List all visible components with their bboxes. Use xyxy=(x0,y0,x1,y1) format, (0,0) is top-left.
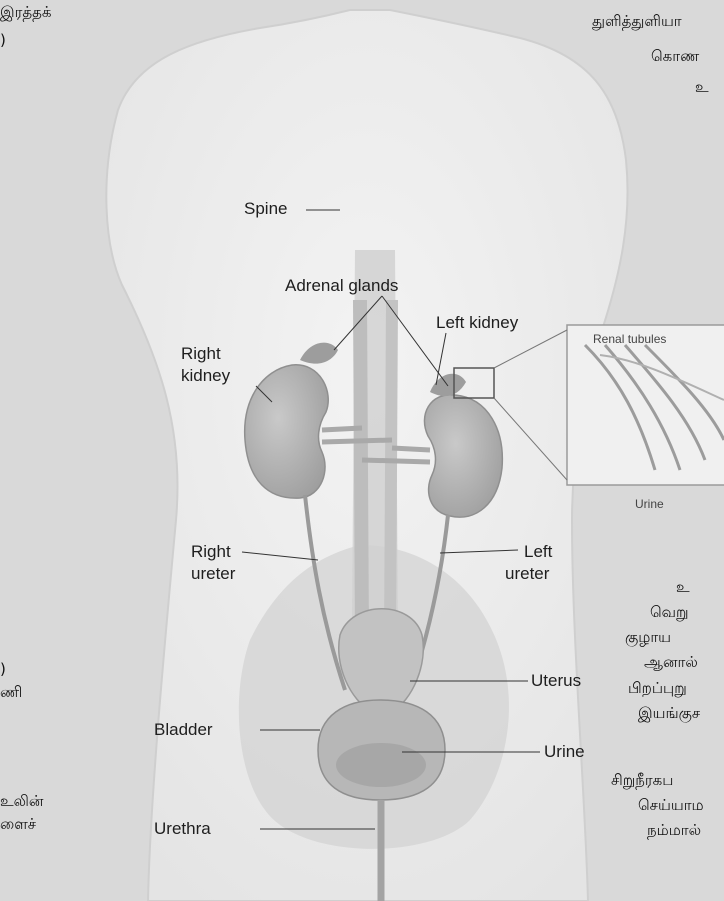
inset-label-renal-tubules: Renal tubules xyxy=(593,332,666,346)
label-right-ureter-line2: ureter xyxy=(191,564,235,584)
label-right-kidney-line1: Right xyxy=(181,344,221,364)
page-text-right-12: நம்மால் xyxy=(647,821,701,839)
label-spine: Spine xyxy=(244,199,287,219)
label-right-kidney-line2: kidney xyxy=(181,366,230,386)
label-urine: Urine xyxy=(544,742,585,762)
page-text-left-4: ணி xyxy=(0,683,22,701)
inset-label-urine: Urine xyxy=(635,497,664,511)
page-text-right-5: வெறு xyxy=(650,603,689,621)
page-text-right-11: செய்யாம xyxy=(638,796,704,814)
label-left-kidney: Left kidney xyxy=(436,313,518,333)
aorta xyxy=(390,300,392,640)
page-text-left-6: ளைச் xyxy=(0,815,36,833)
vena-cava xyxy=(360,300,362,640)
label-urethra: Urethra xyxy=(154,819,211,839)
page-text-right-7: ஆனால் xyxy=(644,653,698,671)
page-text-right-10: சிறுநீரகப xyxy=(611,771,673,789)
label-adrenal-glands: Adrenal glands xyxy=(285,276,398,296)
page-text-left-1: இரத்தக் xyxy=(0,3,51,21)
page-text-right-2: கொண xyxy=(651,47,699,65)
page-text-right-8: பிறப்புறு xyxy=(628,679,687,697)
page-text-right-6: குழாய xyxy=(625,628,671,646)
urine-inside-bladder xyxy=(336,743,426,787)
page-text-left-3: ) xyxy=(0,660,6,678)
label-uterus: Uterus xyxy=(531,671,581,691)
label-left-ureter-line2: ureter xyxy=(505,564,549,584)
page-text-right-9: இயங்குச xyxy=(638,704,700,722)
label-bladder: Bladder xyxy=(154,720,213,740)
page-text-left-2: ) xyxy=(0,31,6,49)
label-right-ureter-line1: Right xyxy=(191,542,231,562)
page-text-left-5: உலின் xyxy=(0,792,43,810)
page-text-right-3: உ xyxy=(695,78,709,96)
page-text-right-1: துளித்துளியா xyxy=(592,12,682,30)
page-text-right-4: உ xyxy=(676,578,690,596)
label-left-ureter-line1: Left xyxy=(524,542,552,562)
